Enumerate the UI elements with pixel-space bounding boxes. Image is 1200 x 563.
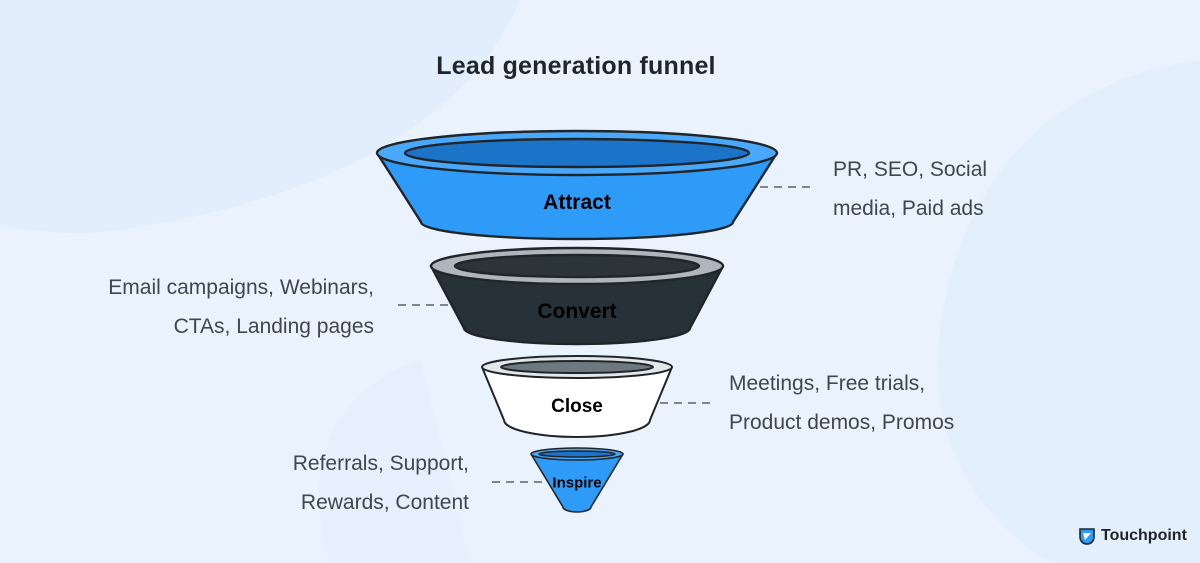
stage-notes-attract: PR, SEO, Social media, Paid ads xyxy=(833,150,987,228)
stage-note-line: Meetings, Free trials, xyxy=(729,372,926,395)
stage-label-close: Close xyxy=(551,396,603,417)
stage-label-attract: Attract xyxy=(543,191,611,214)
funnel-stage-attract xyxy=(375,129,779,241)
funnel-stage-opening xyxy=(403,137,751,169)
stage-notes-inspire: Referrals, Support, Rewards, Content xyxy=(293,444,469,522)
stage-notes-convert: Email campaigns, Webinars, CTAs, Landing… xyxy=(108,268,374,346)
stage-label-convert: Convert xyxy=(537,300,617,323)
brand-name: Touchpoint xyxy=(1101,527,1187,544)
funnel-stage-body xyxy=(429,264,725,346)
diagram-title: Lead generation funnel xyxy=(436,52,716,80)
brand-logo: Touchpoint xyxy=(1079,524,1187,548)
funnel-stage-close xyxy=(481,355,673,438)
funnel-stage-opening xyxy=(500,360,654,374)
funnel-stage-body xyxy=(530,453,624,513)
stage-note-line: CTAs, Landing pages xyxy=(173,315,374,338)
stage-note-line: Product demos, Promos xyxy=(729,411,955,434)
stage-label-inspire: Inspire xyxy=(552,474,602,492)
funnel-stage-opening xyxy=(538,450,616,458)
funnel-stage-convert xyxy=(429,246,725,346)
stage-notes-close: Meetings, Free trials, Product demos, Pr… xyxy=(729,364,954,442)
touchpoint-logo-icon xyxy=(1079,527,1095,545)
funnel-stage-body xyxy=(375,151,779,241)
funnel-stage-opening xyxy=(453,253,701,279)
stage-note-line: media, Paid ads xyxy=(833,197,984,220)
funnel-stage-body xyxy=(481,366,673,438)
funnel-stage-inspire xyxy=(530,447,624,513)
stage-note-line: Referrals, Support, xyxy=(292,452,469,475)
stage-note-line: Rewards, Content xyxy=(300,491,469,514)
stage-note-line: Email campaigns, Webinars, xyxy=(108,276,374,299)
stage-note-line: PR, SEO, Social xyxy=(833,158,988,181)
